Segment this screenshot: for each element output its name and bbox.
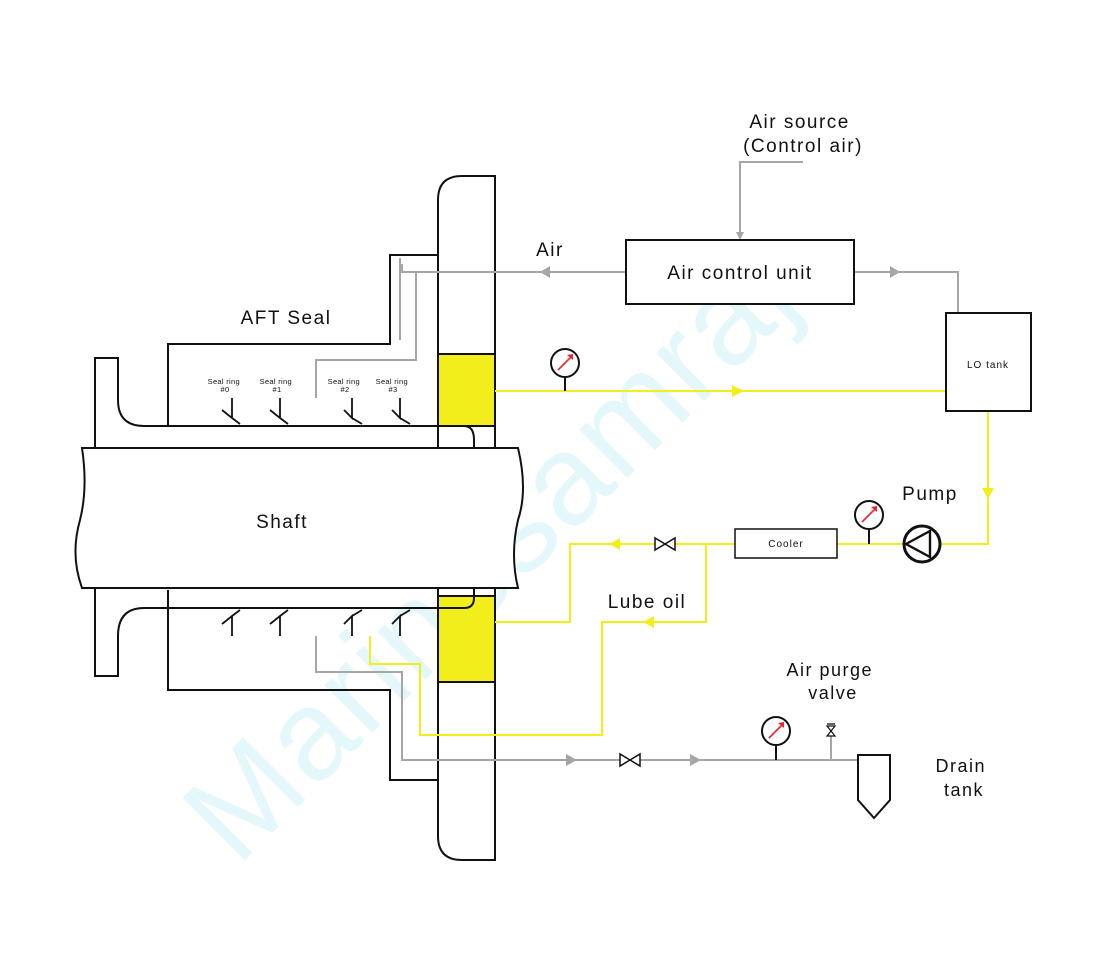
seal-ring-top-2 xyxy=(343,398,363,425)
seal-ring-bottom-3 xyxy=(391,609,411,636)
lo-tank-to-pump xyxy=(940,411,989,545)
oil-chamber-upper xyxy=(437,353,496,427)
lo-tank-label: LO tank xyxy=(967,360,1009,371)
lo-tank: LO tank xyxy=(945,312,1032,412)
liner-flange-bottom xyxy=(94,588,475,677)
pump-icon xyxy=(902,524,942,564)
pressure-gauge-icon xyxy=(854,500,884,544)
seal-ring-top-3 xyxy=(391,398,411,425)
liner-flange-top xyxy=(94,357,475,448)
gate-valve-icon xyxy=(619,752,641,768)
air-source-line xyxy=(739,161,803,232)
flow-arrow-icon xyxy=(690,754,701,766)
flow-arrow-icon xyxy=(643,616,654,628)
lube-oil-branch xyxy=(419,544,707,736)
pressure-gauge-icon xyxy=(550,348,580,391)
cooler-label: Cooler xyxy=(768,539,803,550)
seal-ring-top-0 xyxy=(221,398,241,425)
seal-ring-0-label: Seal ring #0 xyxy=(208,377,243,394)
drain-tank-label: Drain tank xyxy=(935,756,992,800)
drain-tank xyxy=(857,754,891,820)
pump-label: Pump xyxy=(902,484,958,505)
flow-arrow-icon xyxy=(609,538,620,550)
shaft xyxy=(74,447,524,589)
flow-arrows xyxy=(540,232,994,766)
air-to-lo-tank xyxy=(854,271,959,313)
air-control-unit-label: Air control unit xyxy=(667,263,812,284)
seal-ring-1-label: Seal ring #1 xyxy=(260,377,295,394)
purge-valve-icon xyxy=(825,723,837,737)
air-purge-valve-label: Air purge valve xyxy=(786,660,879,703)
air-lines xyxy=(315,161,959,761)
cooler: Cooler xyxy=(734,528,838,559)
air-source-label: Air source (Control air) xyxy=(743,112,863,157)
pressure-gauge-icon xyxy=(761,716,791,760)
aft-seal-housing-bottom xyxy=(167,590,438,781)
flow-arrow-icon xyxy=(732,385,744,397)
flow-arrow-icon xyxy=(736,232,744,240)
aft-seal-label: AFT Seal xyxy=(241,308,332,329)
flow-arrow-icon xyxy=(890,266,900,278)
seal-ring-2-label: Seal ring #2 xyxy=(328,377,363,394)
air-housing-inner-2 xyxy=(315,272,417,398)
seal-ring-3-label: Seal ring #3 xyxy=(376,377,411,394)
seal-ring-top-1 xyxy=(269,398,289,425)
lube-oil-label: Lube oil xyxy=(608,592,687,613)
oil-chamber-lower xyxy=(437,595,496,683)
air-control-unit: Air control unit xyxy=(625,239,855,305)
seal-ring-bottom-0 xyxy=(221,609,241,636)
seal-rings-top xyxy=(221,398,411,425)
aft-seal-housing-top xyxy=(167,254,438,426)
flow-arrow-icon xyxy=(982,488,994,499)
flow-arrow-icon xyxy=(566,754,577,766)
gate-valve-icon xyxy=(654,536,676,552)
flow-arrow-icon xyxy=(540,266,550,278)
seal-ring-bottom-2 xyxy=(343,609,363,636)
seal-rings-bottom xyxy=(221,609,411,636)
shaft-label: Shaft xyxy=(256,512,308,533)
seal-ring-labels: Seal ring #0 Seal ring #1 Seal ring #2 S… xyxy=(208,377,411,394)
seal-ring-bottom-1 xyxy=(269,609,289,636)
air-drain-inner xyxy=(315,636,858,761)
lube-inner-seal xyxy=(369,636,421,672)
cooler-to-valve xyxy=(495,543,735,623)
lube-oil-lines xyxy=(369,390,989,736)
air-label: Air xyxy=(536,240,564,261)
